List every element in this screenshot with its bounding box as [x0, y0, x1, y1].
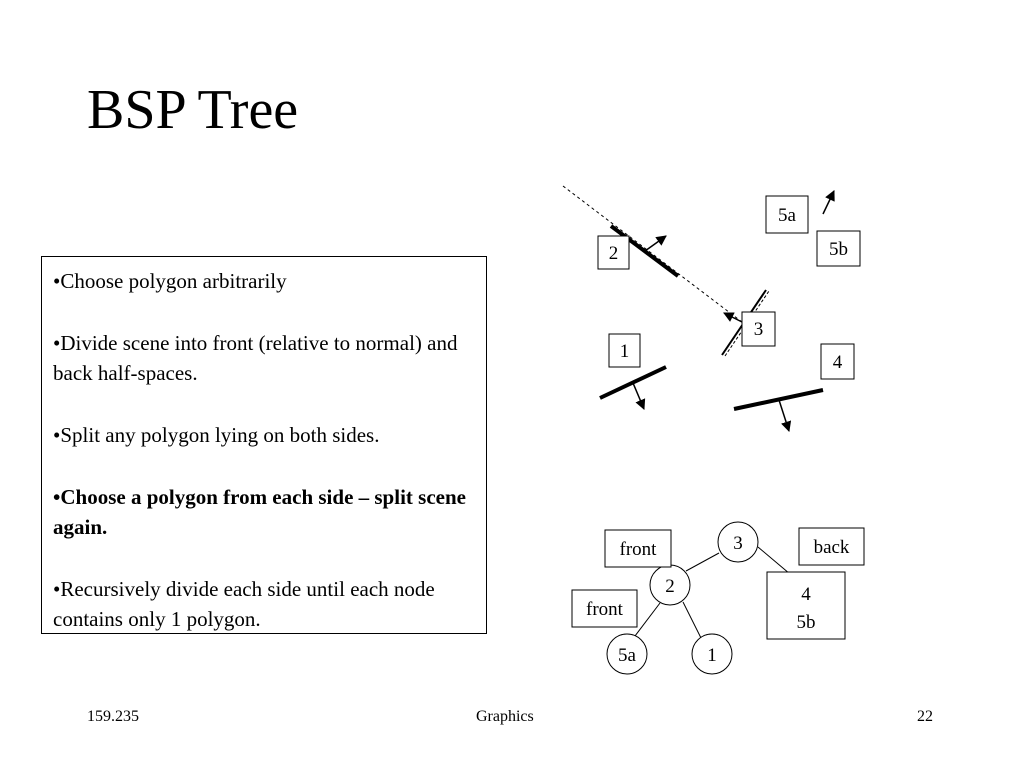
- tree-edge-2-5a: [634, 602, 661, 637]
- tree-node-1-label: 1: [707, 645, 717, 666]
- front-label-top: front: [620, 539, 658, 560]
- tree-edge-3-2: [685, 552, 720, 572]
- tree-node-2-label: 2: [665, 576, 675, 597]
- tree-node-1: [691, 633, 733, 675]
- bullet-list-box: •Choose polygon arbitrarily •Divide scen…: [41, 256, 487, 634]
- tree-back-leaf-box: [766, 571, 846, 640]
- polygon-5a-label: 5a: [778, 205, 797, 226]
- polygon-2-normal-arrow: [644, 235, 667, 252]
- tree-node-5a: [606, 633, 648, 675]
- polygon-4-line: [733, 388, 824, 411]
- polygon-1-line: [599, 365, 667, 400]
- footer-subject: Graphics: [476, 708, 534, 725]
- bullet-recursively-divide: •Recursively divide each side until each…: [53, 577, 435, 631]
- back-label: back: [814, 537, 850, 558]
- split-plane-dashed-line: [562, 185, 743, 323]
- polygon-5b-label-box: [816, 230, 861, 267]
- back-label-box: [798, 527, 865, 566]
- footer-course-number: 159.235: [87, 708, 139, 725]
- bullet-divide-scene: •Divide scene into front (relative to no…: [53, 331, 458, 385]
- tree-node-3: [717, 521, 759, 563]
- front-label-bottom-box: [571, 589, 638, 628]
- polygon-2-label-box: [597, 235, 630, 270]
- front-label-top-box: [604, 529, 672, 568]
- tree-edge-3-back: [757, 546, 791, 575]
- polygon-1-normal-arrow: [632, 382, 646, 410]
- bullet-choose-polygon: •Choose polygon arbitrarily: [53, 269, 287, 293]
- polygon-2-label: 2: [609, 243, 619, 264]
- tree-back-leaf-line2: 5b: [797, 612, 816, 633]
- tree-edge-2-1: [682, 601, 702, 639]
- slide-title: BSP Tree: [87, 79, 299, 141]
- tree-node-3-label: 3: [733, 533, 743, 554]
- tree-back-leaf-line1: 4: [801, 584, 811, 605]
- polygon-1-label-box: [608, 333, 641, 368]
- polygon-4-label-box: [820, 343, 855, 380]
- tree-node-5a-label: 5a: [618, 645, 637, 666]
- polygon-4-label: 4: [833, 352, 843, 373]
- bullet-split-polygon: •Split any polygon lying on both sides.: [53, 423, 380, 447]
- footer-page-number: 22: [917, 708, 933, 725]
- polygon-3-normal-arrow: [723, 312, 745, 324]
- front-label-bottom: front: [586, 599, 624, 620]
- polygon-1-label: 1: [620, 341, 630, 362]
- polygon-3-line-dashed: [724, 290, 770, 357]
- polygon-5b-label: 5b: [829, 239, 848, 260]
- polygon-3-label: 3: [754, 319, 764, 340]
- polygon-5a-label-box: [765, 195, 809, 234]
- polygon-3-label-box: [741, 311, 776, 347]
- polygon-4-normal-arrow: [778, 399, 792, 432]
- polygon-5-normal-arrow: [822, 190, 835, 215]
- polygon-2-line: [609, 224, 680, 278]
- bullet-choose-each-side: •Choose a polygon from each side – split…: [53, 485, 466, 539]
